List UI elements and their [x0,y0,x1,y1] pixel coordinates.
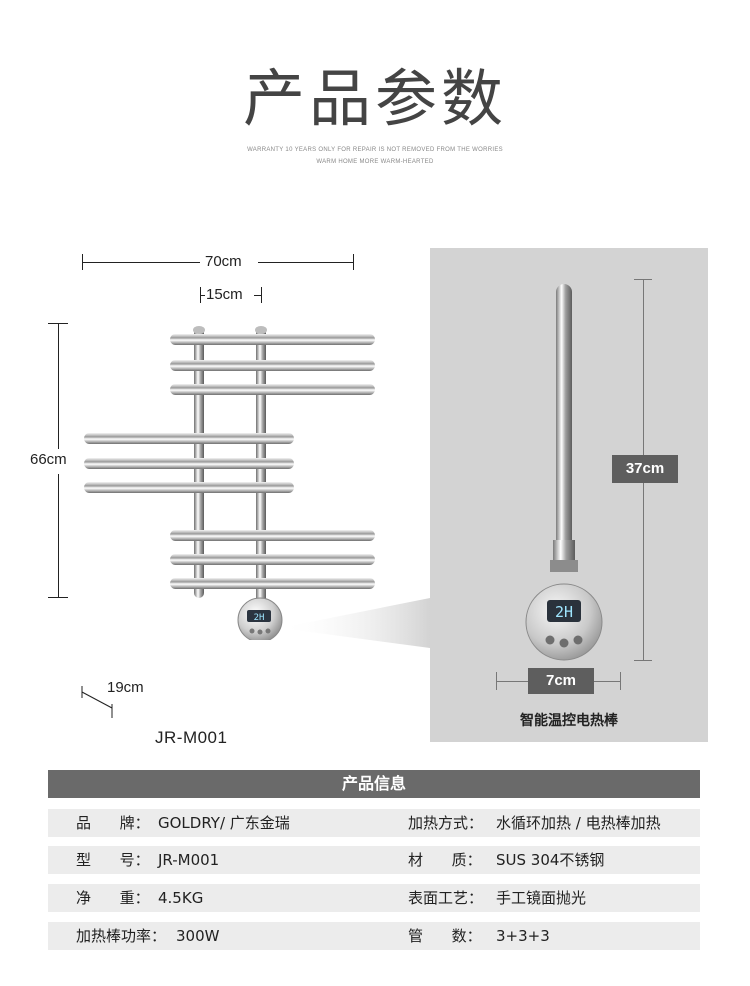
row-left-label: 净 重： [76,889,150,907]
page-title: 产品参数 [242,62,507,135]
heater-detail-panel: 2H 37cm 7cm 智能温控电热棒 [430,248,708,742]
info-row: 品 牌： GOLDRY/ 广东金瑞 加热方式： 水循环加热 / 电热棒加热 [48,809,700,837]
info-row: 型 号： JR-M001 材 质： SUS 304不锈钢 [48,846,700,874]
row-left-value: 4.5KG [158,889,204,907]
row-right-value: 水循环加热 / 电热棒加热 [496,814,661,832]
model-label: JR-M001 [155,728,228,747]
width-label: 70cm [205,253,242,270]
row-left-label: 品 牌： [76,814,150,832]
svg-text:2H: 2H [254,613,265,623]
row-left-value: 300W [176,927,220,945]
info-row: 加热棒功率： 300W 管 数： 3+3+3 [48,922,700,950]
info-row: 净 重： 4.5KG 表面工艺： 手工镜面抛光 [48,884,700,912]
row-left-label: 型 号： [76,851,150,869]
heater-diameter-tag: 7cm [528,668,594,694]
row-left-value: GOLDRY/ 广东金瑞 [158,814,290,832]
towel-rail-image: 2H [84,326,375,640]
row-right-label: 表面工艺： [408,889,484,907]
info-table-header: 产品信息 [48,770,700,798]
tagline-1: WARRANTY 10 YEARS ONLY FOR REPAIR IS NOT… [247,147,503,153]
row-right-label: 管 数： [408,927,482,945]
pitch-label: 15cm [206,286,243,303]
row-left-label: 加热棒功率： [76,927,167,945]
height-label: 66cm [30,451,67,468]
row-right-value: SUS 304不锈钢 [496,851,605,869]
row-left-value: JR-M001 [158,851,220,869]
tagline-2: WARM HOME MORE WARM-HEARTED [316,159,434,165]
heater-rod-image: 2H [525,284,603,661]
zoom-beam [280,598,430,648]
row-right-label: 材 质： [408,851,482,869]
row-right-value: 手工镜面抛光 [496,889,587,907]
row-right-value: 3+3+3 [496,927,550,945]
heater-caption: 智能温控电热棒 [520,713,618,729]
row-right-label: 加热方式： [408,814,484,832]
heater-display: 2H [555,603,573,621]
heater-length-tag: 37cm [612,455,678,483]
depth-label: 19cm [107,679,144,696]
